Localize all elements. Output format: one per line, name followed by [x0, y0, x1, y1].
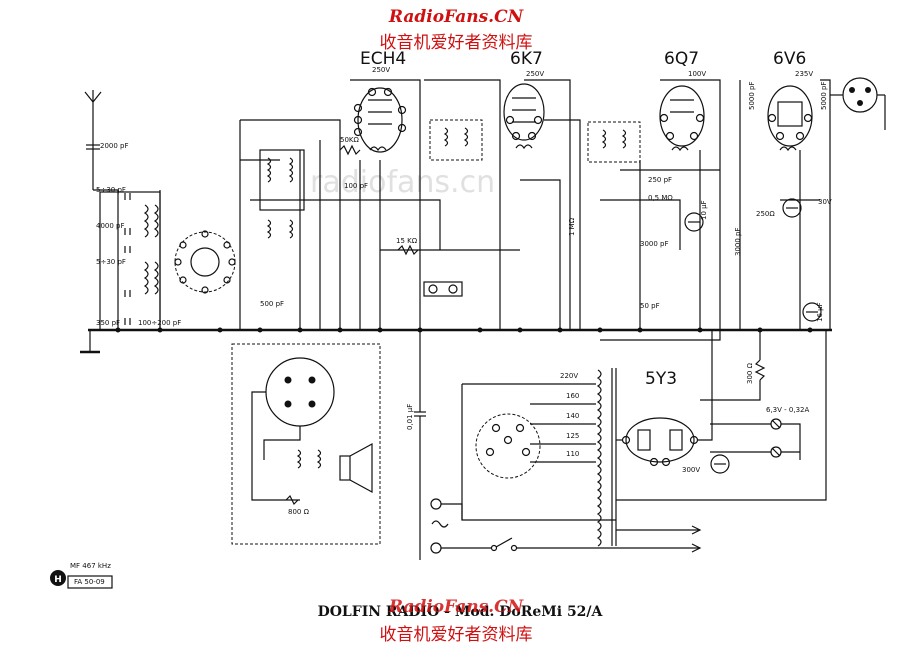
- stamp-mf: MF 467 kHz: [70, 562, 111, 570]
- if-transformer-1: [429, 119, 483, 161]
- tube-label-ech4: ECH4: [360, 49, 406, 69]
- electrolytic-cap-bias: [782, 198, 802, 218]
- tube-6q7: [659, 85, 705, 152]
- label-c5000b: 5000 pF: [820, 81, 828, 110]
- label-c5000a: 5000 pF: [748, 81, 756, 110]
- watermark-site-bottom: RadioFans.CN: [388, 597, 525, 617]
- label-r250: 250Ω: [756, 210, 775, 218]
- watermark-faint-center: radiofans.cn: [310, 165, 495, 200]
- tube-label-6k7: 6K7: [510, 49, 543, 69]
- oscillator-coils: [259, 149, 305, 239]
- electrolytic-cap-10uf: [684, 212, 704, 232]
- label-c500: 500 pF: [260, 300, 284, 308]
- ground-symbol: [80, 330, 100, 354]
- watermark-chinese-top: 收音机爱好者资料库: [380, 33, 533, 53]
- tube-6k7: [503, 83, 545, 150]
- label-c50pf: 50 pF: [640, 302, 660, 310]
- mains-tap-wires: [462, 383, 596, 463]
- output-socket: [830, 77, 886, 130]
- tube-ech4: [353, 87, 407, 153]
- label-c3000: 3000 pF: [640, 240, 669, 248]
- pickup-connector: [423, 281, 463, 297]
- label-v250-6k7: 250V: [526, 70, 544, 78]
- label-v235: 235V: [795, 70, 813, 78]
- capacitor-001uf: [414, 330, 426, 560]
- band-switch: [174, 230, 236, 294]
- secondary-wires: [600, 330, 721, 553]
- label-v30: 30V: [818, 198, 832, 206]
- watermark-chinese-bottom: 收音机爱好者资料库: [380, 625, 533, 645]
- wiring-upper: [93, 79, 831, 330]
- tap-110: 110: [566, 450, 579, 458]
- tap-125: 125: [566, 432, 579, 440]
- stamp-fa: FA 50-09: [74, 578, 105, 586]
- label-c5x30-b: 5÷30 pF: [96, 258, 126, 266]
- pilot-lamps: [616, 330, 827, 501]
- label-c100pf: 100 pF: [344, 182, 368, 190]
- tap-140: 140: [566, 412, 579, 420]
- label-c2000pf: 2000 pF: [100, 142, 129, 150]
- mains-input: [430, 498, 616, 554]
- label-r300: 300 Ω: [746, 362, 754, 384]
- tube-label-6q7: 6Q7: [664, 49, 699, 69]
- label-v250-ech4: 250V: [372, 66, 390, 74]
- tube-label-5y3: 5Y3: [645, 369, 677, 389]
- antenna-symbol: [84, 90, 102, 190]
- stamp-logo: H: [50, 570, 66, 586]
- resistor-50k: [339, 144, 361, 156]
- watermark-site-top: RadioFans.CN: [388, 7, 525, 27]
- label-c3000b: 3000 pF: [734, 227, 742, 256]
- resistor-300ohm: [700, 330, 766, 401]
- antenna-capacitor: [86, 144, 100, 150]
- power-transformer: [596, 368, 617, 547]
- tube-6v6: [767, 85, 813, 152]
- tap-160: 160: [566, 392, 579, 400]
- label-c250pf: 250 pF: [648, 176, 672, 184]
- resistor-15k: [397, 244, 419, 256]
- label-r50k: 50KΩ: [340, 136, 359, 144]
- label-c4000: 4000 pF: [96, 222, 125, 230]
- label-v300: 300V: [682, 466, 700, 474]
- label-c001uf: 0,01 μF: [406, 404, 414, 430]
- stamp-box: [67, 575, 113, 589]
- label-lamps: 6,3V - 0,32A: [766, 406, 809, 414]
- diagram-caption: DOLFIN RADIO - Mod. DoReMi 52/A: [318, 604, 604, 620]
- label-c350: 350 pF: [96, 319, 120, 327]
- label-c16uf: 16 μF: [816, 302, 824, 322]
- tube-label-6v6: 6V6: [773, 49, 806, 69]
- tap-220: 220V: [560, 372, 578, 380]
- if-transformer-2: [587, 121, 641, 163]
- label-r800: 800 Ω: [288, 508, 310, 516]
- electrolytic-cap-16uf: [802, 302, 822, 322]
- power-switch: [490, 537, 518, 552]
- tube-5y3: [616, 330, 713, 467]
- label-v100: 100V: [688, 70, 706, 78]
- mains-taps-labels: 220V 160 140 125 110: [560, 372, 579, 458]
- voltage-selector: [461, 384, 541, 520]
- label-r15k: 15 KΩ: [396, 237, 418, 245]
- speaker-box: [231, 343, 381, 545]
- label-r05m: 0,5 MΩ: [648, 194, 673, 202]
- label-r1m: 1 MΩ: [568, 217, 576, 236]
- filter-capacitor: [710, 454, 730, 474]
- label-c10uf: 10 μF: [700, 200, 708, 220]
- svg-text:H: H: [54, 575, 62, 585]
